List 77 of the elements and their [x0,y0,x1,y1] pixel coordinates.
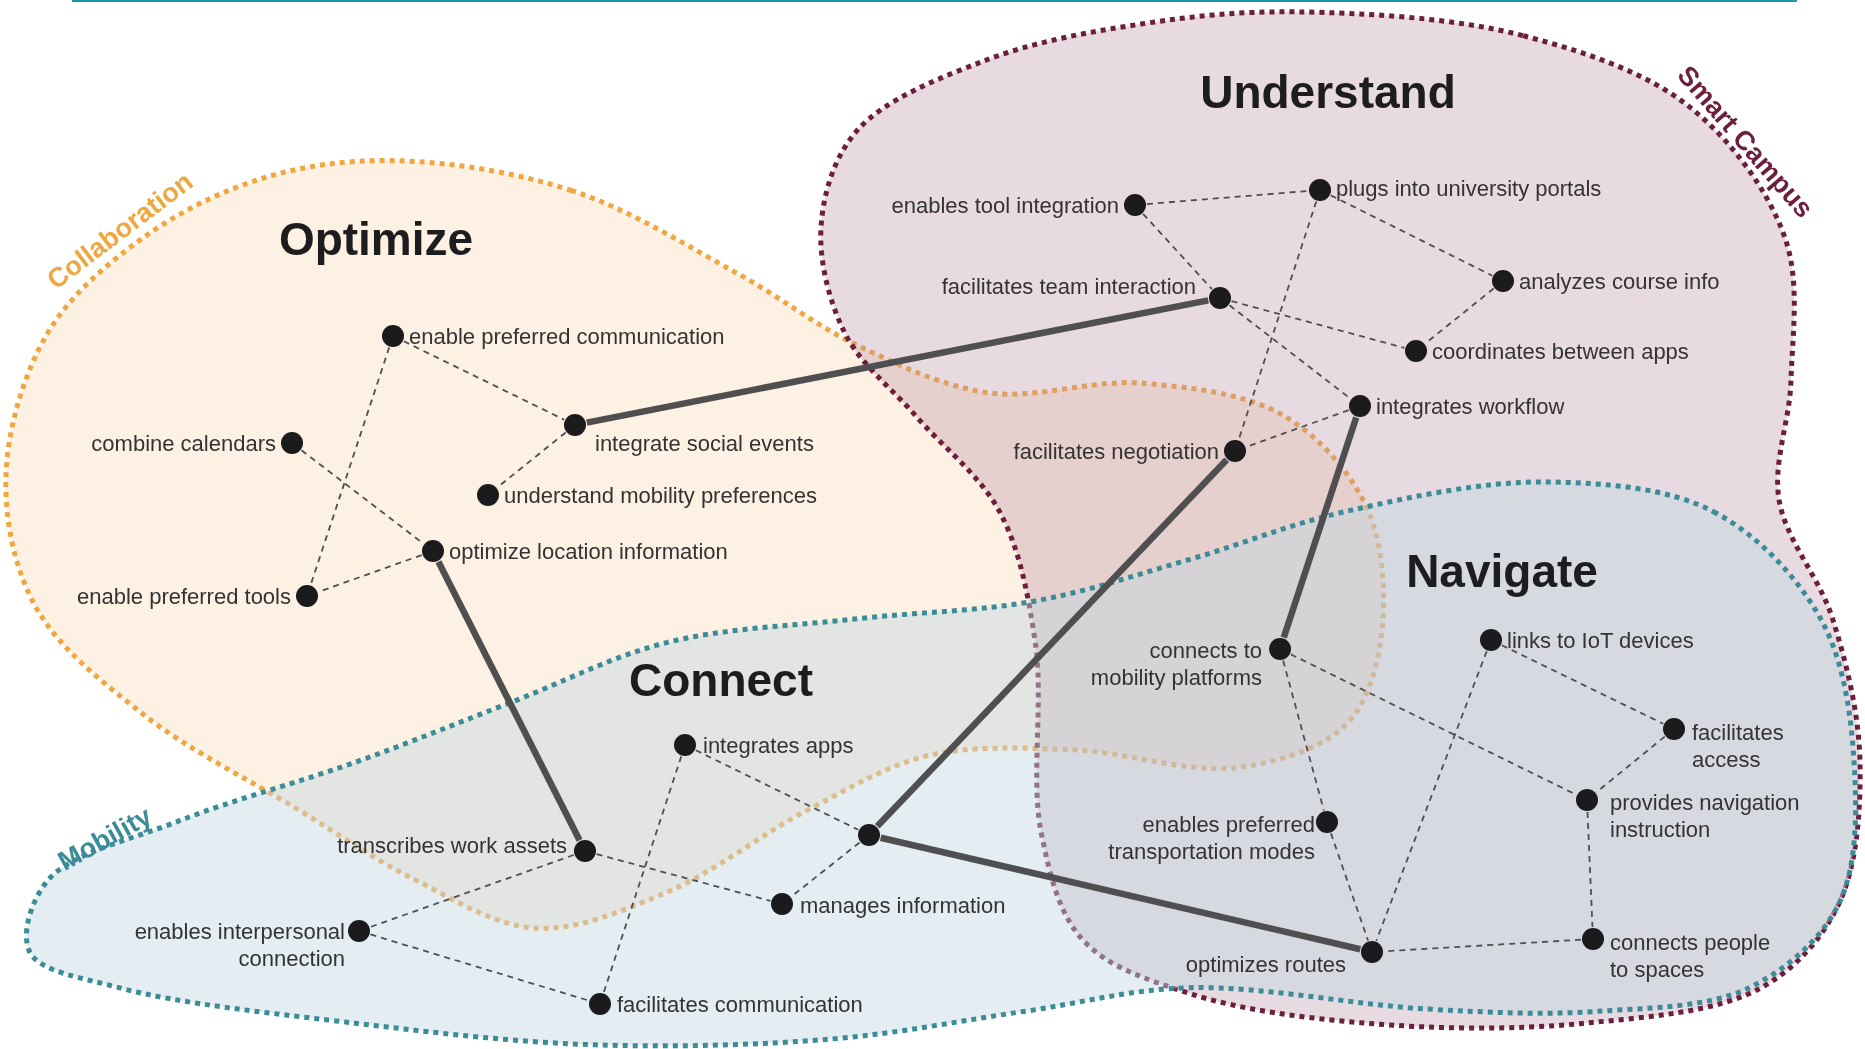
dashed-connector [1330,832,1369,942]
node-dot [1316,811,1338,833]
node-dot [1663,718,1685,740]
node-label: combine calendars [91,429,276,457]
node-label: enables interpersonal connection [133,918,345,972]
node-dot [1224,440,1246,462]
dashed-connector [694,749,860,831]
section-heading: Understand [1200,65,1456,119]
node-label: facilitates team interaction [941,272,1196,300]
dashed-connector [1146,190,1309,205]
node-dot [296,585,318,607]
node-dot [477,484,499,506]
dashed-connector [595,853,772,902]
node-label: integrates apps [703,731,854,759]
node-dot [382,325,404,347]
dashed-connector [602,755,683,994]
section-heading: Navigate [1406,544,1598,598]
node-dot [1361,941,1383,963]
node-label: transcribes work assets [337,831,567,859]
node-label: facilitates negotiation [1013,437,1219,465]
node-label: enable preferred communication [409,322,725,350]
node-dot [1480,629,1502,651]
node-dot [589,993,611,1015]
thick-connector [874,457,1230,829]
node-label: coordinates between apps [1432,337,1689,365]
node-label: understand mobility preferences [504,481,818,509]
node-label: integrate social events [595,429,814,457]
node-label: facilitates communication [617,990,863,1018]
node-label: integrates workflow [1376,392,1565,420]
thick-connector [586,297,1209,426]
dashed-connector [1282,659,1325,812]
dashed-connector [1586,811,1594,928]
node-label: analyzes course info [1519,267,1720,295]
node-label: enables preferred transportation modes [1107,811,1315,865]
node-dot [1576,789,1598,811]
node-dot [1124,194,1146,216]
node-dot [1405,340,1427,362]
section-heading: Optimize [278,212,474,266]
node-label: links to IoT devices [1507,626,1694,654]
dashed-connector [369,933,590,1002]
node-label: provides navigation instruction [1610,789,1801,843]
dashed-connector [369,854,575,928]
node-dot [1582,928,1604,950]
dashed-connector [402,340,566,421]
thick-connector [879,834,1362,953]
node-label: plugs into university portals [1336,174,1602,202]
node-label: facilitates access [1692,719,1785,773]
dashed-connector [1329,194,1494,277]
node-label: connects people to spaces [1610,929,1772,983]
node-dot [1309,179,1331,201]
dashed-connector [1500,644,1665,725]
node-dot [1209,287,1231,309]
dashed-connector [1595,735,1666,794]
thick-connector [1280,416,1360,639]
dashed-connector [1375,650,1488,942]
node-dot [348,920,370,942]
node-label: manages information [800,891,1006,919]
thick-connector [435,560,583,842]
node-label: connects to mobility platforms [1089,637,1262,691]
node-label: optimizes routes [1185,950,1346,978]
node-label: enable preferred tools [76,582,291,610]
node-dot [574,840,596,862]
node-dot [858,824,880,846]
node-dot [281,432,303,454]
node-dot [674,734,696,756]
node-label: optimize location information [449,537,728,565]
node-dot [1349,395,1371,417]
section-heading: Connect [629,653,813,707]
node-dot [1269,638,1291,660]
dashed-connector [1142,212,1213,291]
node-dot [564,414,586,436]
node-dot [771,893,793,915]
dashed-connector [309,346,391,586]
dashed-connector [1230,300,1406,349]
node-dot [422,540,444,562]
node-label: enables tool integration [891,191,1119,219]
node-dot [1492,270,1514,292]
